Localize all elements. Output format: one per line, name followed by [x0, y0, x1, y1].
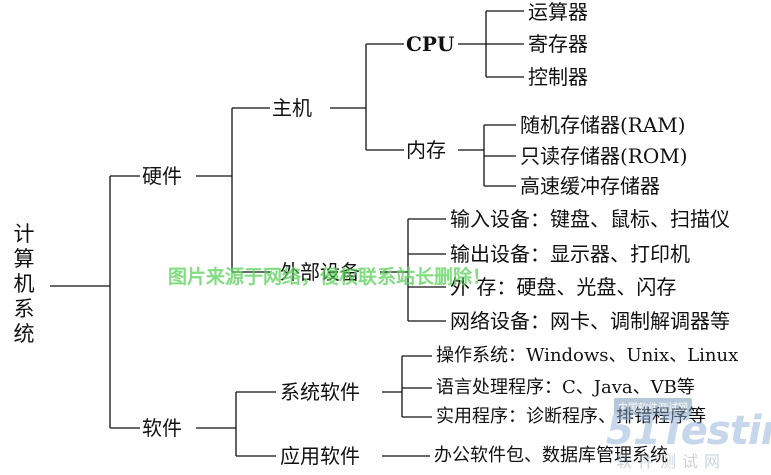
root-char: 系	[13, 297, 35, 321]
node-alu: 运算器	[528, 0, 588, 24]
source-watermark-text: 图片来源于网络，侵权联系站长删除！	[168, 266, 492, 288]
node-software: 软件	[142, 416, 182, 440]
node-application-detail: 办公软件包、数据库管理系统	[434, 445, 668, 466]
node-peripherals: 外部设备	[280, 260, 360, 284]
node-input-devices: 输入设备：键盘、鼠标、扫描仪	[450, 207, 730, 231]
node-cpu: CPU	[406, 32, 455, 56]
node-register: 寄存器	[528, 32, 588, 56]
node-language-processors: 语言处理程序：C、Java、VB等	[436, 377, 695, 398]
site-logo-watermark: 中国软件测试网 51Testing 软件测试网	[606, 398, 771, 472]
node-external-storage: 外 存：硬盘、光盘、闪存	[450, 275, 677, 299]
node-hardware: 硬件	[142, 164, 182, 188]
node-host: 主机	[272, 96, 312, 120]
node-rom: 只读存储器(ROM)	[520, 144, 688, 168]
root-char: 统	[13, 322, 35, 346]
logo-subtitle: 软件测试网	[616, 452, 727, 471]
node-ram: 随机存储器(RAM)	[520, 113, 686, 137]
logo-caption: 中国软件测试网	[614, 398, 692, 415]
node-system-software: 系统软件	[280, 380, 360, 404]
node-output-devices: 输出设备：显示器、打印机	[450, 242, 690, 266]
node-operating-system: 操作系统：Windows、Unix、Linux	[436, 345, 739, 366]
node-memory: 内存	[406, 138, 446, 162]
root-char: 算	[13, 247, 35, 271]
logo-mark: 51Testing	[606, 408, 771, 454]
node-controller: 控制器	[528, 65, 588, 89]
node-network-devices: 网络设备：网卡、调制解调器等	[450, 309, 730, 333]
node-application-software: 应用软件	[280, 444, 360, 468]
root-char: 计	[13, 222, 35, 246]
root-char: 机	[13, 272, 35, 296]
root-node-computer-system: 计 算 机 系 统	[12, 222, 36, 347]
node-cache: 高速缓冲存储器	[520, 174, 660, 198]
